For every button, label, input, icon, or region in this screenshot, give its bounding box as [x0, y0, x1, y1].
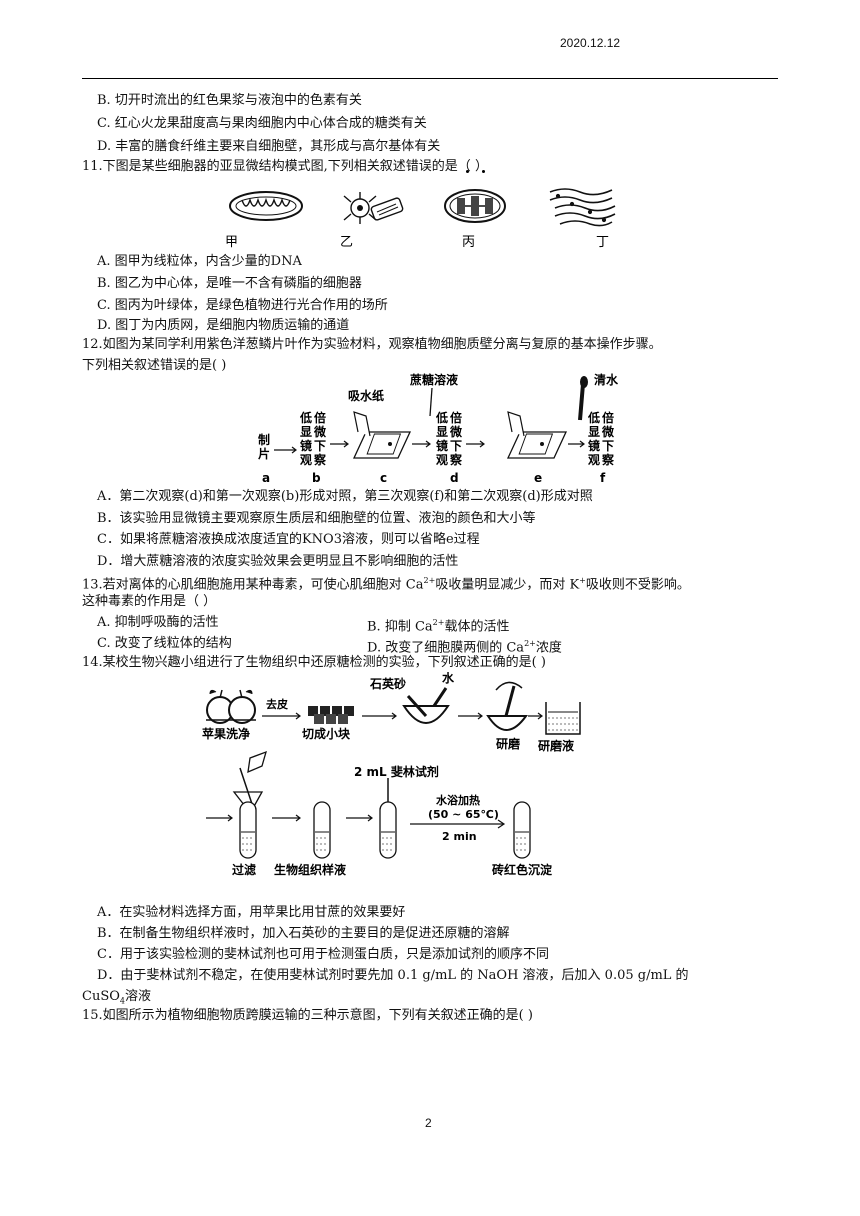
q13-option-b: B. 抑制 Ca2+载体的活性 [367, 618, 510, 635]
q10-option-d: D. 丰富的膳食纤维主要来自细胞壁，其形成与高尔基体有关 [97, 139, 441, 154]
letter-f: f [600, 471, 606, 484]
label-ding: 丁 [596, 235, 609, 250]
label-grind: 研磨 [496, 736, 520, 751]
label-water: 清水 [594, 372, 619, 387]
label-peel: 去皮 [266, 697, 288, 711]
q12-option-b: B．该实验用显微镜主要观察原生质层和细胞壁的位置、液泡的颜色和大小等 [97, 511, 536, 526]
microscope-text-b: 低 显 镜 观 倍 微 下 察 [299, 410, 327, 467]
letter-c: c [380, 471, 387, 484]
label-jia: 甲 [225, 235, 238, 250]
label-bing: 丙 [462, 235, 475, 250]
letter-d: d [450, 471, 459, 484]
label-precipitate: 砖红色沉淀 [492, 862, 553, 877]
label-filter: 过滤 [232, 862, 256, 877]
er-drawing [549, 188, 616, 227]
svg-text:倍: 倍 [602, 410, 614, 425]
emphasis-dot [466, 170, 469, 173]
header-date: 2020.12.12 [560, 36, 621, 50]
q13-stem-line1: 13.若对离体的心肌细胞施用某种毒素，可使心肌细胞对 Ca2+吸收量明显减少，而… [82, 576, 690, 593]
svg-text:倍: 倍 [450, 410, 462, 425]
q11-option-a: A. 图甲为线粒体，内含少量的DNA [97, 254, 302, 269]
microscope-text-d: 低 显 镜 观 倍 微 下 察 [435, 410, 463, 467]
q14-stem: 14.某校生物兴趣小组进行了生物组织中还原糖检测的实验，下列叙述正确的是( ) [82, 655, 546, 670]
letter-b: b [312, 471, 321, 484]
svg-text:显: 显 [436, 425, 448, 439]
letter-e: e [534, 471, 542, 484]
label-make-2: 片 [258, 446, 270, 461]
q13-option-d: D. 改变了细胞膜两侧的 Ca2+浓度 [367, 639, 562, 656]
svg-text:显: 显 [588, 425, 600, 439]
q11-stem: 11.下图是某些细胞器的亚显微结构模式图,下列相关叙述错误的是（ ） [82, 159, 488, 174]
label-cut: 切成小块 [302, 726, 351, 741]
label-sample: 生物组织样液 [274, 862, 346, 877]
svg-text:镜: 镜 [436, 438, 448, 453]
svg-text:察: 察 [314, 452, 327, 467]
svg-text:显: 显 [300, 425, 312, 439]
q13-option-c: C. 改变了线粒体的结构 [97, 636, 232, 651]
svg-text:下: 下 [450, 439, 462, 453]
label-paper: 吸水纸 [348, 388, 384, 403]
q13-option-a: A. 抑制呼吸酶的活性 [97, 615, 219, 630]
svg-text:下: 下 [314, 439, 326, 453]
q15-stem: 15.如图所示为植物细胞物质跨膜运输的三种示意图，下列有关叙述正确的是( ) [82, 1008, 533, 1023]
label-yi: 乙 [340, 235, 353, 250]
organelle-figure: 甲 乙 丙 丁 [225, 188, 616, 250]
label-grind-liquid: 研磨液 [538, 738, 574, 753]
svg-text:倍: 倍 [314, 410, 326, 425]
q12-option-a: A．第二次观察(d)和第一次观察(b)形成对照，第三次观察(f)和第二次观察(d… [97, 489, 593, 504]
q10-option-c: C. 红心火龙果甜度高与果肉细胞内中心体合成的糖类有关 [97, 116, 427, 131]
q14-option-d-line1: D．由于斐林试剂不稳定，在使用斐林试剂时要先加 0.1 g/mL 的 NaOH … [97, 968, 689, 983]
svg-text:观: 观 [436, 453, 448, 467]
svg-text:镜: 镜 [588, 438, 600, 453]
label-quartz: 石英砂 [369, 676, 406, 691]
svg-text:微: 微 [601, 424, 615, 439]
svg-text:低: 低 [435, 410, 448, 425]
svg-text:察: 察 [450, 452, 463, 467]
q14-option-c: C．用于该实验检测的斐林试剂也可用于检测蛋白质，只是添加试剂的顺序不同 [97, 947, 549, 962]
svg-text:观: 观 [300, 453, 312, 467]
apple-cubes-drawing [308, 706, 354, 724]
svg-text:察: 察 [602, 452, 615, 467]
reducing-sugar-figure: 苹果洗净 去皮 切成小块 石英砂 水 研磨 研磨液 [202, 672, 581, 877]
microscope-text-f: 低 显 镜 观 倍 微 下 察 [587, 410, 615, 467]
svg-text:低: 低 [299, 410, 312, 425]
emphasis-dot [482, 170, 485, 173]
q12-option-d: D．增大蔗糖溶液的浓度实验效果会更明显且不影响细胞的活性 [97, 554, 459, 569]
centriole-drawing [343, 192, 404, 224]
svg-text:微: 微 [313, 424, 327, 439]
mitochondrion-drawing [229, 191, 303, 221]
q11-option-d: D. 图丁为内质网，是细胞内物质运输的通道 [97, 318, 350, 333]
q14-option-d-line2: CuSO4溶液 [82, 989, 151, 1006]
label-time: 2 min [442, 830, 477, 843]
label-apple-wash: 苹果洗净 [202, 726, 250, 741]
q12-stem-line2: 下列相关叙述错误的是( ) [82, 358, 227, 373]
svg-text:低: 低 [587, 410, 600, 425]
label-water: 水 [442, 672, 455, 685]
label-fehling: 2 mL 斐林试剂 [354, 764, 439, 779]
svg-text:微: 微 [449, 424, 463, 439]
svg-text:下: 下 [602, 439, 614, 453]
label-water-bath: 水浴加热 [436, 793, 480, 807]
letter-a: a [262, 471, 270, 484]
q14-option-a: A．在实验材料选择方面，用苹果比用甘蔗的效果要好 [97, 905, 406, 920]
chloroplast-drawing [444, 189, 506, 223]
apples-drawing [206, 689, 256, 724]
q11-option-b: B. 图乙为中心体，是唯一不含有磷脂的细胞器 [97, 276, 362, 291]
label-temp: (50 ~ 65℃) [428, 808, 499, 821]
q11-option-c: C. 图丙为叶绿体，是绿色植物进行光合作用的场所 [97, 298, 388, 313]
svg-text:观: 观 [588, 453, 600, 467]
q13-stem-line2: 这种毒素的作用是（ ） [82, 594, 217, 609]
label-sucrose: 蔗糖溶液 [409, 372, 458, 387]
q12-option-c: C．如果将蔗糖溶液换成浓度适宜的KNO3溶液，则可以省略e过程 [97, 532, 480, 547]
q14-option-b: B．在制备生物组织样液时，加入石英砂的主要目的是促进还原糖的溶解 [97, 926, 510, 941]
svg-text:镜: 镜 [300, 438, 312, 453]
label-make-1: 制 [258, 432, 270, 447]
header-rule [82, 78, 778, 79]
page-number: 2 [425, 1116, 432, 1130]
plasmolysis-figure: 蔗糖溶液 清水 吸水纸 制 片 低 显 镜 观 倍 微 下 察 低 [258, 372, 619, 484]
q12-stem-line1: 12.如图为某同学利用紫色洋葱鳞片叶作为实验材料，观察植物细胞质壁分离与复原的基… [82, 337, 662, 352]
q10-option-b: B. 切开时流出的红色果浆与液泡中的色素有关 [97, 93, 362, 108]
